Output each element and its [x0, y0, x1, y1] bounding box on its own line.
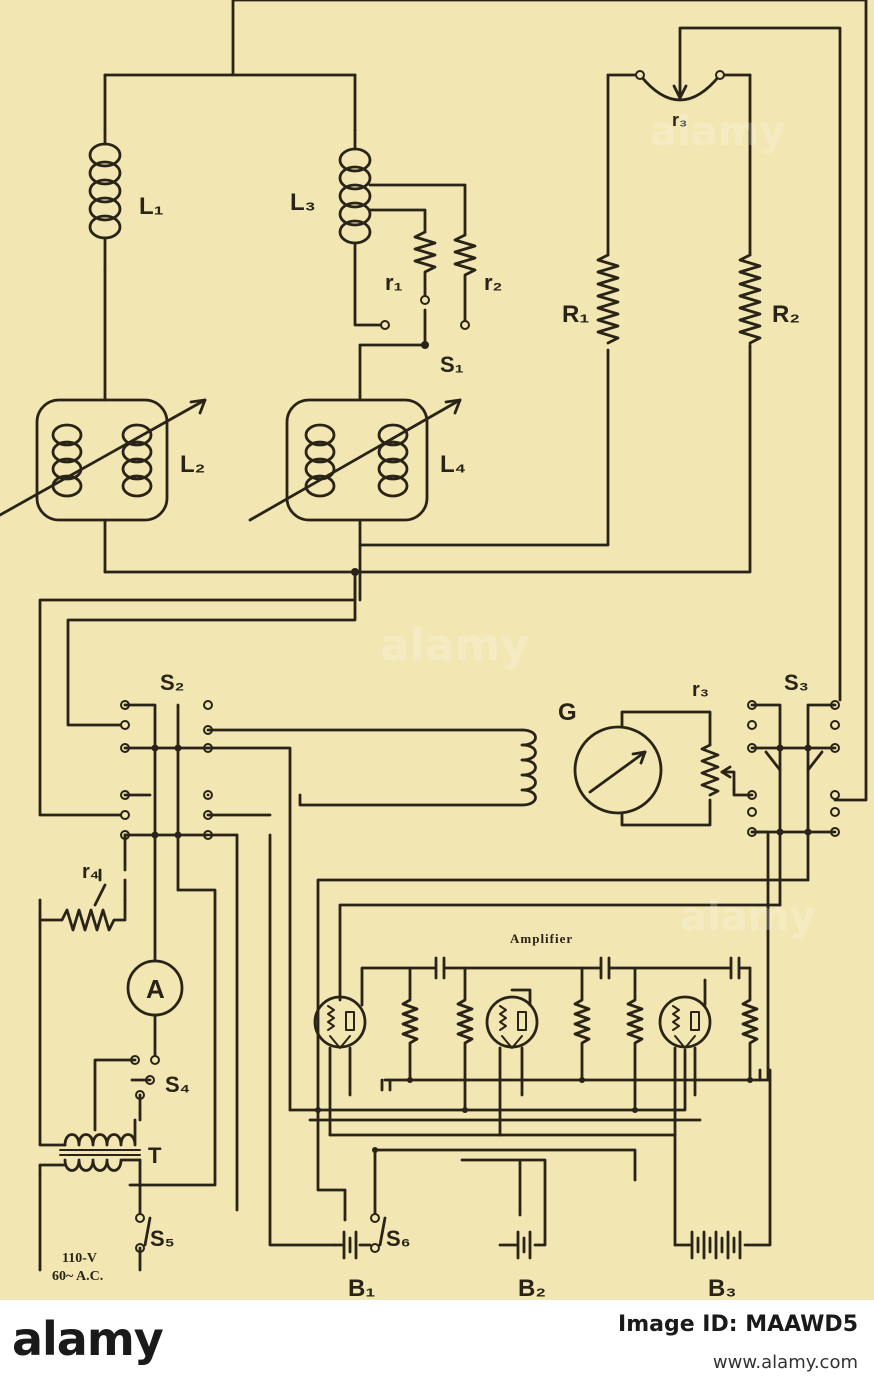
- label-L3: L₃: [290, 189, 316, 216]
- coupling-capacitors: [360, 956, 752, 1007]
- label-L1: L₁: [139, 193, 164, 220]
- rheostat-r4: [38, 898, 127, 932]
- amplifier-tube-3: [658, 995, 712, 1050]
- ammeter-A: A: [126, 958, 184, 1062]
- label-B3: B₃: [708, 1275, 736, 1300]
- label-r2: r₂: [484, 270, 502, 295]
- label-B2: B₂: [518, 1275, 546, 1300]
- switch-S3: [732, 700, 840, 907]
- bottom-bus-wire: [103, 343, 752, 574]
- label-T: T: [148, 1143, 162, 1168]
- label-R1: R₁: [562, 301, 589, 328]
- switch-S4: [93, 1055, 160, 1132]
- diagram-area: L₁ L₃ r₁ r₂ S₁ L₂ L₄: [0, 0, 874, 1300]
- label-S5: S₅: [150, 1226, 175, 1251]
- coil-output: [298, 728, 537, 807]
- label-r3-top: r₃: [672, 110, 687, 130]
- stock-footer: alamy Image ID: MAAWD5 www.alamy.com: [0, 1300, 874, 1390]
- label-S2: S₂: [160, 670, 184, 695]
- coil-L1: [88, 128, 122, 272]
- image-id-text: Image ID: MAAWD5: [618, 1312, 858, 1337]
- transformer-T: [38, 888, 217, 1187]
- label-B1: B₁: [348, 1275, 375, 1300]
- label-r3: r₃: [692, 679, 709, 701]
- label-L4: L₄: [440, 451, 466, 478]
- galvanometer-G: [573, 710, 712, 827]
- top-feedback-wire: [231, 0, 868, 802]
- label-S6: S₆: [386, 1226, 411, 1251]
- svg-text:alamy: alamy: [650, 109, 785, 155]
- coil-L2: [0, 398, 207, 574]
- label-S4: S₄: [165, 1072, 190, 1097]
- resistor-R2: [738, 253, 762, 345]
- amplifier-resistors: [401, 966, 759, 1112]
- battery-B3: [673, 1078, 772, 1260]
- switch-S5: [38, 1173, 152, 1272]
- label-r4: r₄: [82, 861, 99, 883]
- resistor-r1: [413, 230, 437, 302]
- battery-B2: [498, 1158, 547, 1260]
- site-url: www.alamy.com: [712, 1352, 858, 1373]
- amplifier-bus-wiring: [206, 813, 772, 1247]
- svg-text:alamy: alamy: [680, 894, 815, 940]
- label-S3: S₃: [784, 670, 809, 695]
- circuit-diagram: L₁ L₃ r₁ r₂ S₁ L₂ L₄: [0, 0, 868, 1300]
- coil-L4: [248, 398, 462, 602]
- R1-return-wire: [358, 348, 610, 547]
- slide-wire-r3: [638, 73, 722, 102]
- switch-S2: [120, 700, 213, 962]
- label-L2: L₂: [180, 451, 205, 478]
- switch-S1: [358, 295, 470, 402]
- label-supply-frequency: 60~ A.C.: [52, 1269, 103, 1284]
- label-A: A: [146, 974, 165, 1004]
- amp-input-wire: [338, 903, 782, 1002]
- label-G: G: [558, 699, 577, 726]
- label-amplifier: Amplifier: [510, 931, 573, 946]
- svg-text:alamy: alamy: [380, 620, 529, 671]
- slider-lead: [678, 26, 842, 702]
- brand-logo: alamy: [12, 1312, 164, 1366]
- amplifier-tube-1: [313, 995, 367, 1050]
- battery-B1: [333, 1213, 387, 1260]
- coil-L3: [338, 128, 467, 327]
- label-supply-voltage: 110-V: [62, 1251, 97, 1266]
- label-r1: r₁: [385, 270, 403, 295]
- resistor-R1: [596, 253, 620, 345]
- potentiometer-r3: [700, 743, 720, 797]
- label-R2: R₂: [772, 301, 800, 328]
- watermark: alamy alamy alamy: [380, 109, 815, 940]
- resistor-r2: [453, 233, 477, 327]
- label-S1: S₁: [440, 352, 464, 377]
